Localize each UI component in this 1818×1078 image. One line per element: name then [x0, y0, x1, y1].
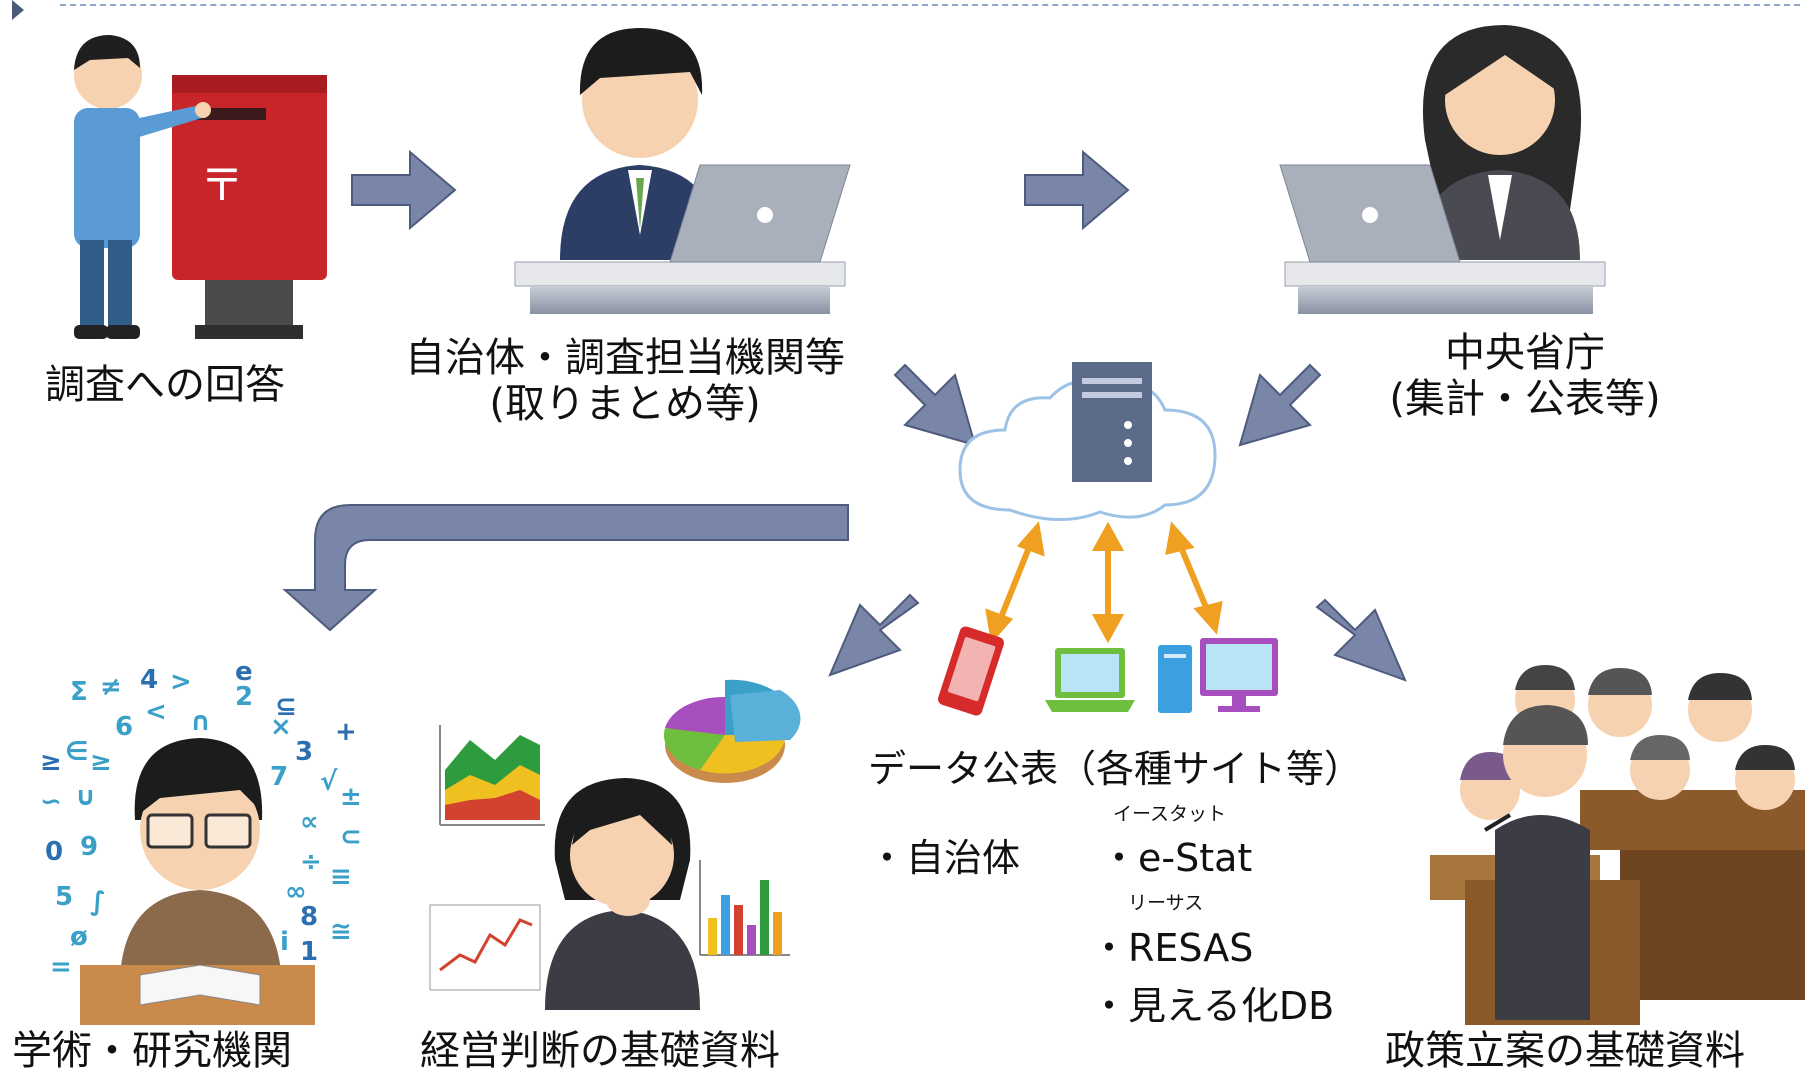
node-local-label: 自治体・調査担当機関等 (取りまとめ等): [370, 335, 880, 427]
svg-text:2: 2: [235, 682, 253, 712]
publication-item-estat: ・e-Stat: [1100, 836, 1253, 880]
svg-text:7: 7: [270, 762, 288, 792]
svg-text:≥: ≥: [90, 747, 112, 777]
svg-text:×: ×: [270, 712, 292, 742]
publication-item-resas-ruby: リーサス: [1128, 892, 1204, 914]
svg-text:÷: ÷: [300, 847, 322, 877]
svg-text:5: 5: [55, 882, 73, 912]
local-official-icon: [514, 28, 851, 314]
publication-item-resas: ・RESAS: [1090, 926, 1254, 970]
top-dashed-line: [60, 4, 1800, 6]
node-central-line1: 中央省庁: [1445, 330, 1605, 376]
svg-text:e: e: [235, 657, 253, 687]
business-person-icon: [545, 778, 700, 1010]
svg-text:≅: ≅: [330, 917, 352, 947]
arrow-local-to-central: [1024, 149, 1130, 231]
svg-text:i: i: [280, 927, 289, 957]
svg-text:±: ±: [340, 782, 362, 812]
svg-text:∞: ∞: [285, 877, 307, 907]
svg-text:ø: ø: [70, 922, 88, 952]
chart-icon: [429, 725, 790, 991]
slide-corner-marker: [12, 0, 24, 20]
node-central-label: 中央省庁 (集計・公表等): [1370, 330, 1680, 422]
svg-text:∪: ∪: [75, 782, 96, 812]
central-official-icon: [1279, 25, 1606, 314]
svg-text:9: 9: [80, 832, 98, 862]
publication-item-local: ・自治体: [868, 836, 1021, 880]
node-local-line1: 自治体・調査担当機関等: [405, 335, 845, 381]
arrow-central-to-cloud: [1238, 363, 1322, 447]
node-business-label: 経営判断の基礎資料: [420, 1028, 780, 1074]
svg-text:∈: ∈: [65, 737, 88, 767]
svg-text:4: 4: [140, 665, 158, 695]
svg-text:∫: ∫: [90, 887, 106, 917]
svg-text:⊆: ⊆: [275, 692, 297, 722]
svg-text:√: √: [320, 767, 338, 797]
device-arrows: [985, 521, 1223, 644]
svg-text:6: 6: [115, 712, 133, 742]
node-academic-label: 学術・研究機関: [12, 1028, 292, 1074]
desktop-pc-icon: [1158, 638, 1278, 713]
node-central-line2: (集計・公表等): [1389, 376, 1661, 422]
publication-item-estat-ruby: イースタット: [1113, 803, 1227, 825]
publication-title: データ公表（各種サイト等）: [868, 747, 1363, 791]
notebook-pc-icon: [1045, 648, 1135, 712]
svg-text:∝: ∝: [300, 807, 319, 837]
smartphone-icon: [938, 626, 1004, 716]
svg-text:≡: ≡: [330, 862, 352, 892]
arrow-cloud-to-academic: [282, 504, 849, 632]
researcher-icon: [80, 738, 315, 1025]
pie-chart-icon: [663, 679, 801, 783]
svg-text:≠: ≠: [100, 672, 122, 702]
publication-item-visualization-db: ・見える化DB: [1090, 984, 1335, 1028]
svg-text:⊂: ⊂: [340, 822, 362, 852]
person-icon: [74, 35, 211, 339]
svg-text:=: =: [50, 952, 72, 982]
svg-text:>: >: [170, 667, 192, 697]
svg-text:8: 8: [300, 902, 318, 932]
node-local-line2: (取りまとめ等): [489, 381, 761, 427]
arrow-cloud-to-business: [828, 593, 920, 677]
svg-text:≥: ≥: [40, 747, 62, 777]
svg-text:∩: ∩: [190, 707, 211, 737]
node-policy-label: 政策立案の基礎資料: [1385, 1028, 1745, 1074]
svg-text:3: 3: [295, 737, 313, 767]
arrow-answer-to-local: [351, 149, 457, 231]
svg-text:∽: ∽: [40, 787, 62, 817]
svg-text:1: 1: [300, 937, 318, 967]
svg-text:〒: 〒: [200, 160, 244, 211]
assembly-icon: [1430, 665, 1805, 1025]
svg-text:<: <: [145, 697, 167, 727]
svg-text:Σ: Σ: [70, 677, 88, 707]
cloud-server-icon: [958, 362, 1217, 521]
svg-text:0: 0: [45, 837, 63, 867]
post-box-icon: 〒: [172, 75, 327, 339]
svg-text:+: +: [335, 717, 357, 747]
arrow-cloud-to-policy: [1315, 598, 1407, 682]
node-answer-label: 調査への回答: [45, 362, 285, 408]
arrow-local-to-cloud: [893, 363, 977, 447]
